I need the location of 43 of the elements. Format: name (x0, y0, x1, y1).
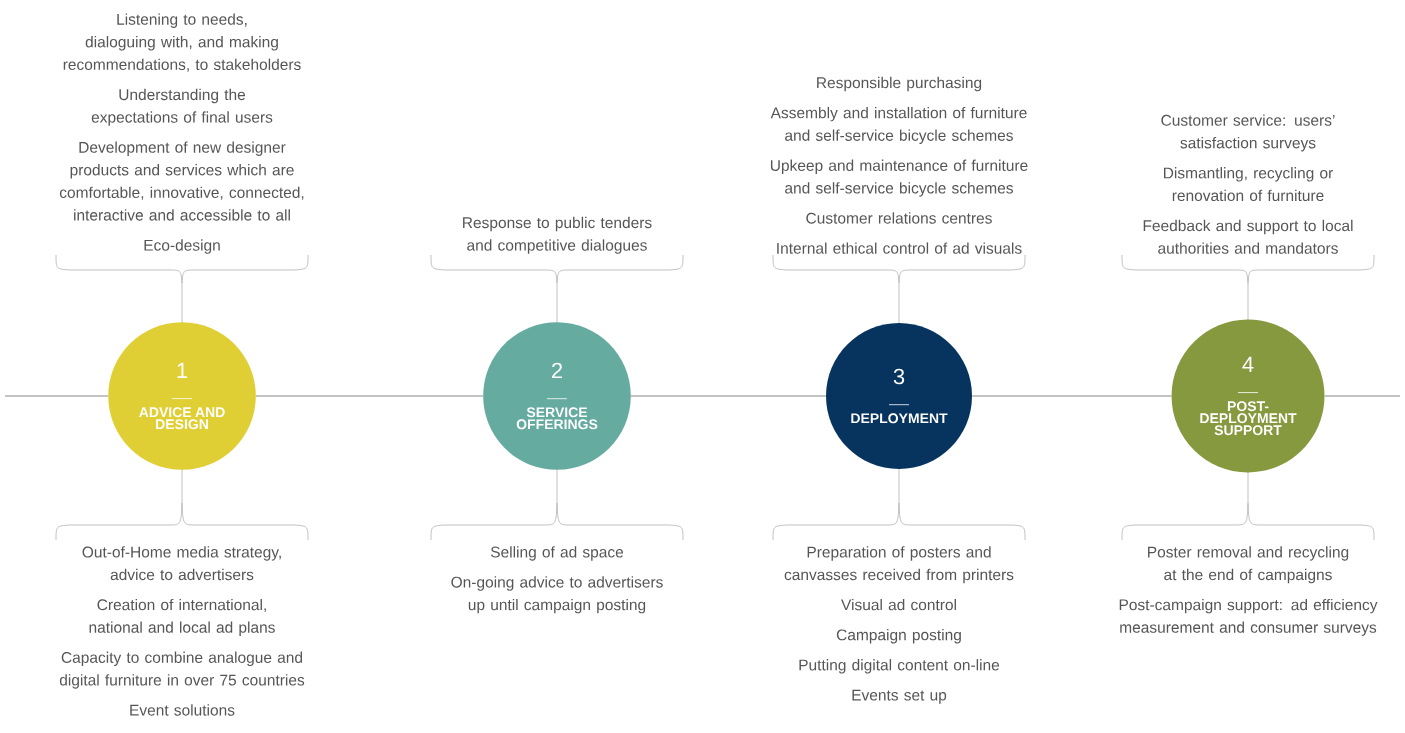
list-item: Customer relations centres (806, 212, 992, 224)
step-number: 4 (1242, 356, 1254, 372)
list-item: Visual ad control (841, 598, 956, 611)
step-label: POST-DEPLOYMENT SUPPORT (1200, 401, 1297, 436)
timeline-line (255, 395, 484, 397)
list-item: Out-of-Home media strategy, advice to advertisers (82, 546, 281, 581)
list-item: Customer service: users’ satisfaction surveys (1161, 114, 1335, 152)
step-circle (483, 322, 631, 470)
list-item: Upkeep and maintenance of furniture and self-service bicycle schemes (770, 159, 1028, 197)
list-item: Feedback and support to local authorities and mandators (1143, 219, 1353, 254)
list-item: Poster removal and recycling at the end of campaigns (1148, 546, 1349, 584)
list-item: On-going advice to advertisers up until campaign posting (451, 576, 663, 614)
step-number: 1 (177, 362, 188, 378)
list-item: Preparation of posters and canvasses received from printers (784, 546, 1014, 584)
list-item: Responsible purchasing (817, 76, 982, 92)
list-item: Internal ethical control of ad visuals (777, 242, 1022, 254)
step-circle (108, 322, 256, 470)
step-number: 2 (552, 362, 563, 379)
list-item: Events set up (852, 689, 947, 704)
list-item: Listening to needs, dialoguing with, and making recommendations, to stakeholders (63, 13, 301, 72)
timeline-line (4, 395, 109, 397)
list-item: Assembly and installation of furniture and self-service bicycle schemes (770, 106, 1027, 144)
step-number: 3 (893, 368, 905, 385)
step-label: ADVICE AND DESIGN (139, 407, 225, 430)
timeline-line (1324, 395, 1401, 397)
list-item: Eco-design (144, 239, 220, 254)
list-item: Creation of international, national and local ad plans (89, 598, 275, 636)
list-item: Post-campaign support: ad efficiency measurement and consumer surveys (1119, 598, 1378, 636)
list-item: Capacity to combine analogue and digital furniture in over 75 countries (59, 651, 305, 689)
list-item: Development of new designer products and services which are comfortable, innovative, connected, interactive and accessible to all (59, 141, 304, 221)
list-item: Response to public tenders and competitive dialogues (463, 216, 652, 254)
list-item: Dismantling, recycling or renovation of furniture (1164, 167, 1333, 202)
list-item: Event solutions (130, 704, 235, 716)
list-item: Campaign posting (836, 629, 961, 644)
step-circle (826, 323, 972, 469)
timeline-line (971, 395, 1172, 397)
timeline-line (630, 395, 827, 397)
step-label: SERVICE OFFERINGS (516, 407, 598, 430)
list-item: Understanding the expectations of final users (91, 88, 273, 126)
step-circle (1171, 319, 1325, 473)
step-label: DEPLOYMENT (851, 413, 948, 424)
list-item: Putting digital content on-line (799, 659, 1000, 674)
list-item: Selling of ad space (490, 546, 624, 561)
